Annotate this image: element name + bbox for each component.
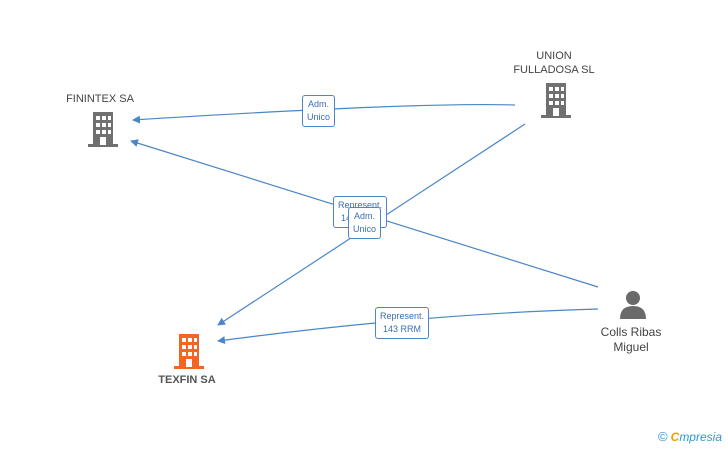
building-icon (174, 334, 204, 369)
edge-label-union-finintex[interactable]: Adm. Unico (302, 95, 336, 127)
edge-union-to-finintex (132, 103, 516, 124)
building-icon (541, 83, 571, 118)
building-icon (88, 112, 118, 147)
empresia-watermark: ©Cmpresia (658, 429, 722, 444)
edge-label-union-texfin[interactable]: Adm. Unico (348, 207, 382, 239)
colls-ribas-miguel-label: Colls Ribas Miguel (600, 325, 662, 354)
texfin-label: TEXFIN SA (158, 374, 216, 386)
person-icon (620, 291, 646, 319)
brand-initial: C (670, 430, 680, 444)
finintex-label: FININTEX SA (66, 93, 134, 105)
copyright-symbol: © (658, 429, 668, 444)
brand-name: mpresia (679, 430, 722, 444)
edge-label-colls-texfin[interactable]: Represent. 143 RRM (375, 307, 430, 339)
union-fulladosa-label: UNION FULLADOSA SL (513, 50, 595, 76)
